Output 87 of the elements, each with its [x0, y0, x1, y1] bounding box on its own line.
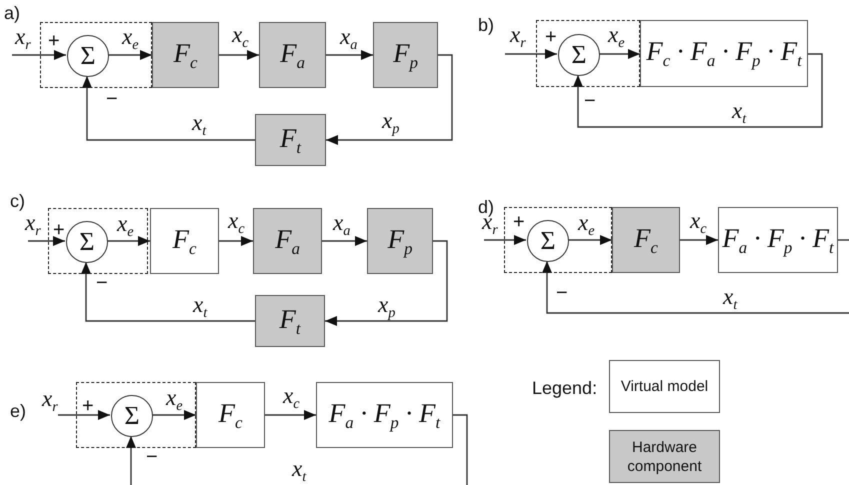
dashed-frame: [76, 382, 196, 448]
panel-label: b): [478, 14, 494, 36]
signal-arrow: [322, 236, 367, 246]
signal-label: x$_{e}$: [122, 24, 139, 55]
signal-arrow: [542, 261, 849, 314]
minus-sign: −: [146, 446, 158, 468]
panel-label: c): [10, 190, 25, 212]
signal-arrow: [12, 50, 66, 60]
block: F$_{t}$: [255, 295, 325, 347]
plus-sign: +: [513, 211, 525, 233]
signal-label: x$_{a}$: [340, 24, 358, 55]
plus-sign: +: [53, 219, 65, 241]
signal-label: x$_{t}$: [732, 98, 746, 129]
signal-arrow: [680, 235, 718, 245]
legend-text: Virtual model: [620, 377, 708, 396]
block: F$_{c}$ · F$_{a}$ · F$_{p}$ · F$_{t}$: [640, 20, 808, 87]
signal-label: x$_{r}$: [42, 386, 58, 417]
signal-label: x$_{p}$: [382, 108, 400, 139]
signal-arrow: [152, 410, 196, 420]
block: F$_{c}$: [196, 382, 265, 448]
minus-sign: −: [96, 272, 108, 294]
block: F$_{c}$: [612, 207, 680, 273]
signal-label: x$_{c}$: [283, 383, 300, 414]
signal-label: x$_{a}$: [333, 210, 350, 241]
minus-sign: −: [584, 90, 596, 112]
plus-sign: +: [545, 26, 557, 48]
summing-junction: Σ: [66, 221, 108, 263]
block: F$_{a}$: [259, 22, 326, 88]
legend-title: Legend:: [532, 377, 598, 399]
signal-label: x$_{e}$: [166, 385, 183, 416]
signal-arrow: [326, 54, 453, 145]
signal-label: x$_{t}$: [192, 110, 206, 141]
signal-arrow: [599, 49, 640, 59]
signal-label: x$_{t}$: [723, 284, 738, 315]
block: F$_{t}$: [255, 114, 326, 166]
signal-label: x$_{r}$: [25, 210, 41, 241]
block: F$_{p}$: [367, 208, 433, 274]
signal-arrow: [505, 49, 557, 59]
signal-arrow: [126, 436, 136, 485]
signal-arrow: [568, 235, 612, 245]
signal-label: x$_{r}$: [15, 24, 31, 55]
block: F$_{a}$: [253, 208, 322, 274]
signal-arrow: [81, 262, 255, 322]
panel-label: a): [4, 2, 20, 24]
block: F$_{a}$ · F$_{p}$ · F$_{t}$: [718, 207, 838, 273]
block: F$_{c}$: [150, 208, 219, 274]
signal-arrow: [219, 50, 259, 60]
signal-line: [453, 414, 468, 485]
signal-arrow: [265, 410, 316, 420]
summing-junction: Σ: [527, 220, 569, 262]
signal-label: x$_{e}$: [117, 211, 134, 242]
summing-junction: Σ: [111, 395, 153, 437]
signal-line: [838, 239, 849, 241]
signal-label: x$_{c}$: [690, 208, 707, 239]
signal-label: x$_{t}$: [193, 292, 208, 323]
signal-arrow: [58, 410, 110, 420]
signal-arrow: [108, 50, 152, 60]
summing-junction: Σ: [558, 34, 600, 76]
block: F$_{c}$: [152, 22, 219, 88]
signal-label: x$_{p}$: [378, 292, 396, 323]
panel-label: e): [10, 400, 26, 422]
dashed-frame: [504, 207, 612, 273]
dashed-frame: [40, 22, 152, 88]
signal-label: x$_{c}$: [228, 208, 245, 239]
block: F$_{a}$ · F$_{p}$ · F$_{t}$: [316, 382, 453, 448]
signal-arrow: [573, 53, 823, 128]
signal-arrow: [107, 236, 150, 246]
summing-junction: Σ: [67, 35, 109, 77]
signal-arrow: [82, 76, 255, 141]
minus-sign: −: [556, 282, 568, 304]
legend-text: Hardware component: [626, 438, 703, 476]
signal-label: x$_{e}$: [578, 210, 595, 241]
minus-sign: −: [106, 88, 118, 110]
signal-arrow: [219, 236, 253, 246]
block: F$_{p}$: [373, 22, 438, 88]
plus-sign: +: [48, 30, 60, 52]
signal-arrow: [326, 50, 373, 60]
signal-arrow: [325, 240, 448, 326]
signal-arrow: [484, 235, 526, 245]
plus-sign: +: [82, 395, 94, 417]
signal-arrow: [28, 236, 65, 246]
dashed-frame: [536, 20, 640, 87]
signal-label: x$_{e}$: [608, 22, 625, 53]
dashed-frame: [48, 208, 148, 274]
signal-label: x$_{r}$: [510, 22, 526, 53]
signal-label: x$_{t}$: [292, 456, 306, 485]
signal-label: x$_{c}$: [232, 22, 249, 53]
